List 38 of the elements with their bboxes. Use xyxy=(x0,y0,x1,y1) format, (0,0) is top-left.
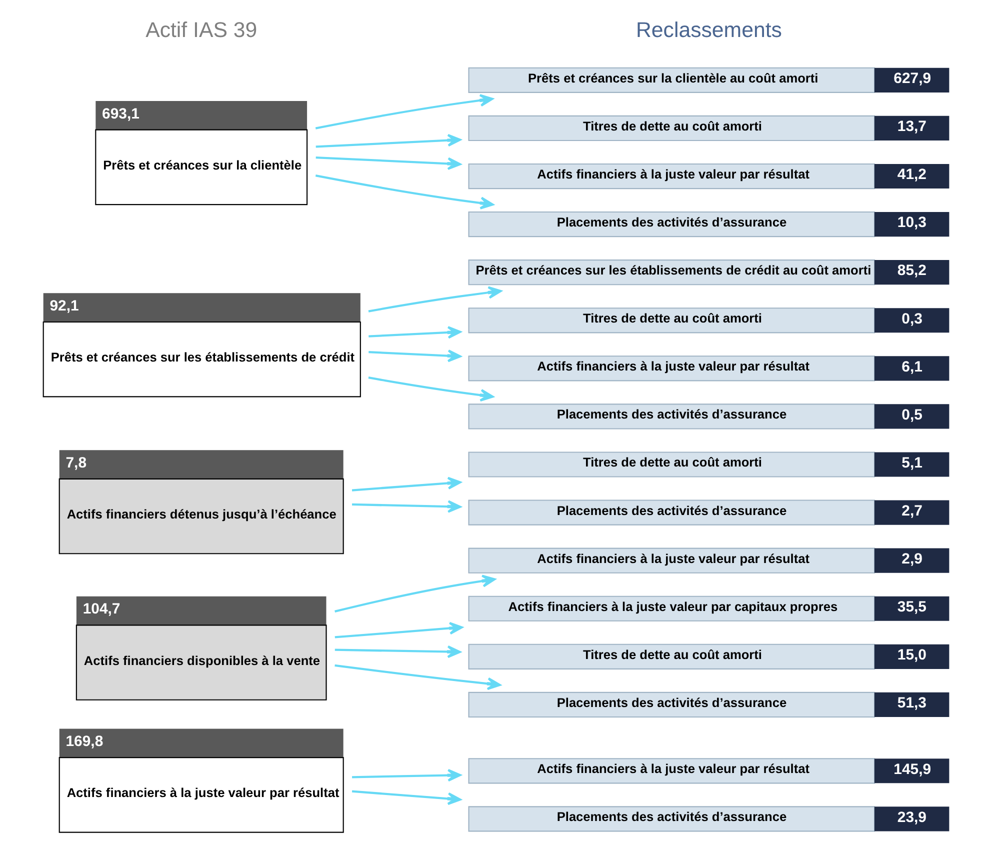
arrow xyxy=(368,286,502,312)
node-label: 15,0 xyxy=(897,646,926,664)
node-label: 6,1 xyxy=(902,358,922,376)
arrow xyxy=(352,500,462,513)
arrow xyxy=(334,664,501,690)
node-label: 41,2 xyxy=(897,166,926,184)
node-label: 7,8 xyxy=(66,454,87,472)
label: Reclassements xyxy=(636,18,782,42)
node-label: 35,5 xyxy=(897,598,926,616)
arrow xyxy=(334,622,463,638)
node-label: 10,3 xyxy=(897,214,926,232)
arrow xyxy=(352,768,462,782)
node-label: 85,2 xyxy=(897,262,926,280)
node-label: 104,7 xyxy=(82,600,120,618)
arrow xyxy=(334,645,461,658)
arrow xyxy=(368,349,462,362)
node-label: 5,1 xyxy=(902,454,922,472)
node-label: 92,1 xyxy=(50,297,79,314)
arrow xyxy=(368,376,494,402)
node-label: 145,9 xyxy=(894,760,932,778)
node-label: 23,9 xyxy=(897,808,926,826)
node-label: 0,5 xyxy=(902,406,922,424)
node-label: 0,3 xyxy=(902,310,922,328)
node-label: 51,3 xyxy=(897,694,926,712)
arrow xyxy=(316,156,462,170)
node-label: 693,1 xyxy=(102,105,140,122)
node-label: 169,8 xyxy=(66,733,104,750)
arrow xyxy=(315,94,494,130)
node-label: 627,9 xyxy=(894,70,932,88)
arrow xyxy=(352,790,462,805)
arrow xyxy=(316,134,462,148)
arrow xyxy=(315,174,494,210)
node-label: 2,9 xyxy=(902,550,922,568)
arrow xyxy=(368,326,462,339)
node-label: 13,7 xyxy=(897,118,926,136)
node-label: 2,7 xyxy=(902,502,922,520)
arrow xyxy=(352,476,462,492)
label: Actif IAS 39 xyxy=(146,18,258,42)
